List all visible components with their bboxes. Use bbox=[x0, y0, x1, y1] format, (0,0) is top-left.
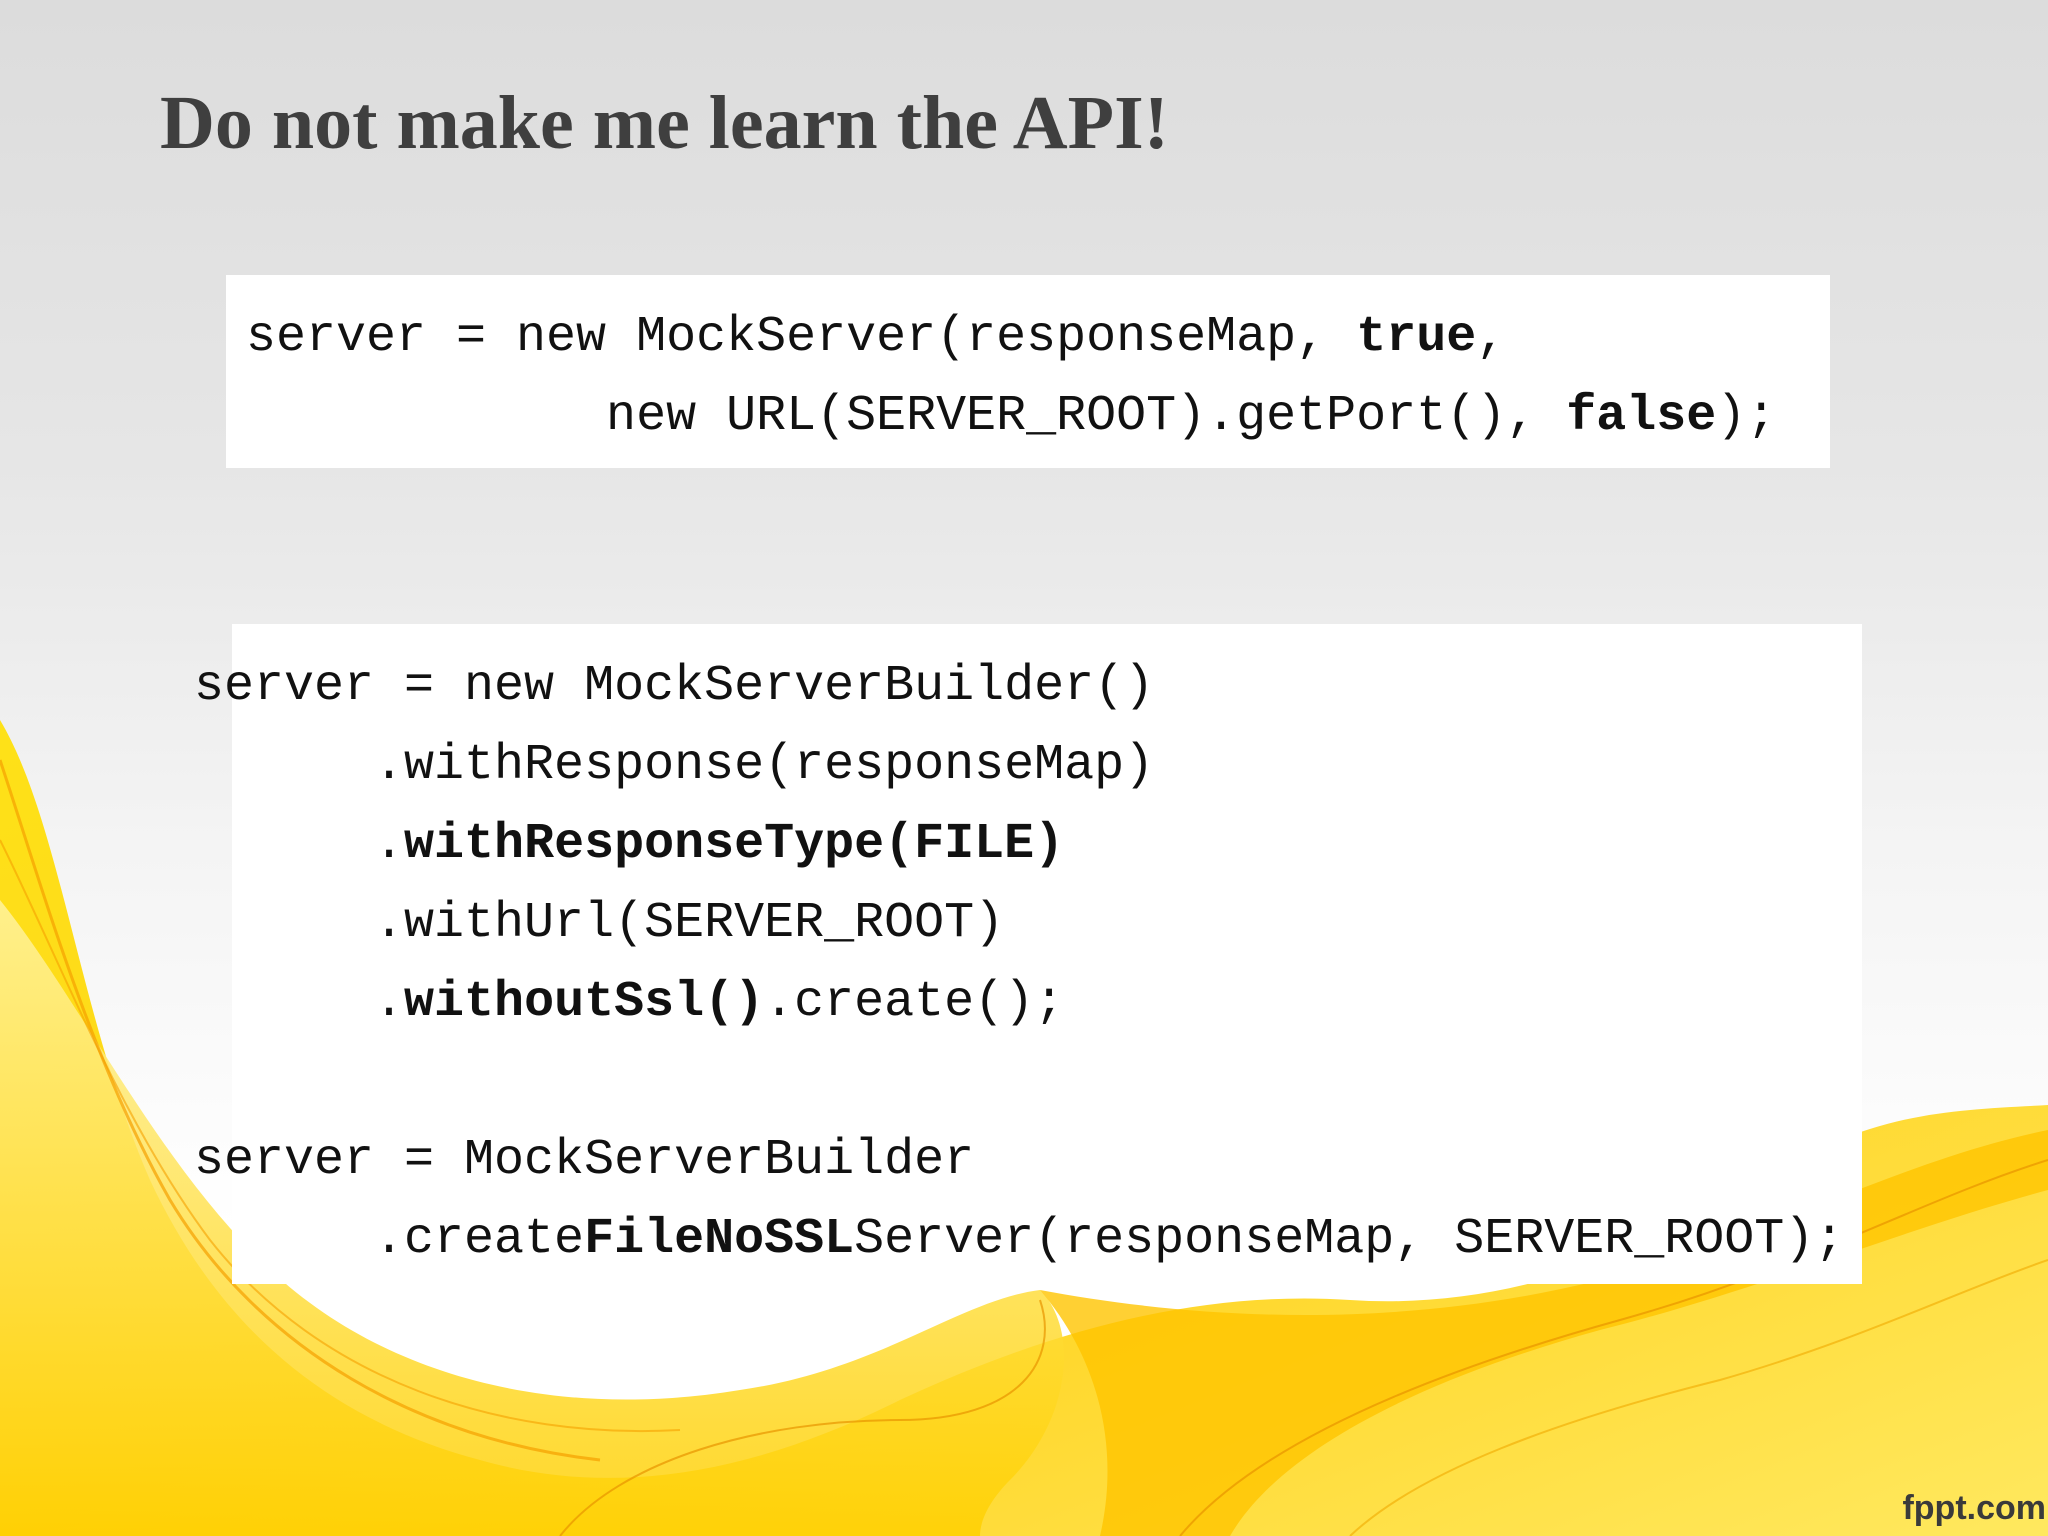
code-line: server = new MockServerBuilder() bbox=[194, 658, 1155, 715]
code-box-constructor bbox=[226, 275, 1830, 468]
code-line: .createFileNoSSLServer(responseMap, SERV… bbox=[194, 1211, 1845, 1268]
code-line: new URL(SERVER_ROOT).getPort(), false); bbox=[246, 388, 1777, 445]
code-line-blank bbox=[194, 1042, 1844, 1121]
code-line: .withResponse(responseMap) bbox=[194, 737, 1155, 794]
code-block-builder: server = new MockServerBuilder() .withRe… bbox=[194, 647, 1844, 1279]
code-line: .withResponseType(FILE) bbox=[194, 816, 1065, 873]
slide-title: Do not make me learn the API! bbox=[160, 81, 1169, 165]
code-line: server = new MockServer(responseMap, tru… bbox=[246, 309, 1507, 366]
code-line: server = MockServerBuilder bbox=[194, 1132, 975, 1189]
code-line: .withoutSsl().create(); bbox=[194, 974, 1065, 1031]
code-line: .withUrl(SERVER_ROOT) bbox=[194, 895, 1005, 952]
code-block-constructor: server = new MockServer(responseMap, tru… bbox=[246, 298, 1776, 456]
code-box-builder bbox=[232, 624, 1862, 1284]
footer-logo: fppt.com bbox=[1902, 1489, 2046, 1527]
